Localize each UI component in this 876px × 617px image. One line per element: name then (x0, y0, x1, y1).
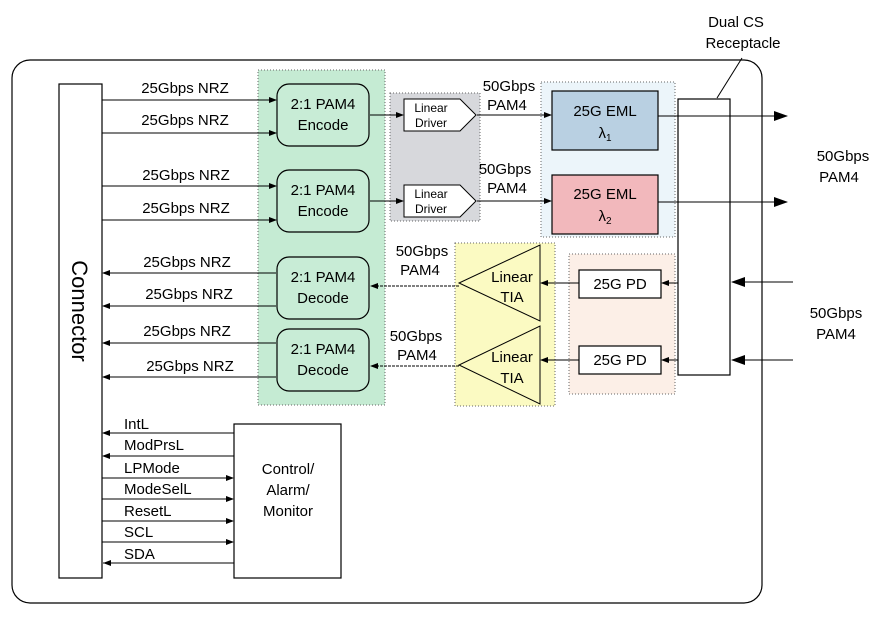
linear-driver-2 (403, 184, 477, 218)
eml-1-lambda: λ1 (598, 125, 612, 144)
input-rate-line2: PAM4 (816, 326, 856, 343)
eml-block-2 (551, 174, 659, 235)
pd-block-2 (578, 345, 662, 375)
receptacle-label-2: Receptacle (705, 35, 780, 52)
eml-2-label: 25G EML (573, 186, 636, 203)
tia-2-line2: TIA (500, 370, 523, 387)
rx-output-label-1: 25Gbps NRZ (143, 254, 231, 271)
signal-intl-label: IntL (124, 416, 149, 433)
encode-1-line1: 2:1 PAM4 (291, 96, 356, 113)
tx-input-label-2: 25Gbps NRZ (141, 112, 229, 129)
connector-label: Connector (67, 260, 92, 362)
rx-output-label-2: 25Gbps NRZ (145, 286, 233, 303)
encode-2-line2: Encode (298, 203, 349, 220)
pam4-decode-block-1 (276, 256, 370, 320)
tx-mid-rate-1-line1: 50Gbps (483, 78, 536, 95)
tx-input-label-3: 25Gbps NRZ (142, 167, 230, 184)
control-label-3: Monitor (263, 503, 313, 520)
tia-2-line1: Linear (491, 349, 533, 366)
signal-sda-label: SDA (124, 546, 155, 563)
linear-driver-1 (403, 98, 477, 132)
signal-modesell-label: ModeSelL (124, 481, 192, 498)
rx-mid-rate-1-line1: 50Gbps (396, 243, 449, 260)
encode-2-line1: 2:1 PAM4 (291, 182, 356, 199)
encode-1-line2: Encode (298, 117, 349, 134)
receptacle-leader-line (716, 57, 743, 99)
driver-2-line1: Linear (414, 187, 447, 201)
rx-output-label-4: 25Gbps NRZ (146, 358, 234, 375)
eml-1-lambda-subscript: 1 (606, 133, 612, 144)
eml-2-lambda-subscript: 2 (606, 216, 612, 227)
dual-cs-receptacle (677, 98, 731, 376)
signal-sda-arrowhead-left-icon (103, 560, 111, 566)
linear-tia-1 (457, 244, 541, 322)
signal-lpmode-label: LPMode (124, 460, 180, 477)
tx-mid-rate-1-line2: PAM4 (487, 97, 527, 114)
eml-block-1 (551, 90, 659, 151)
rx-output-label-3: 25Gbps NRZ (143, 323, 231, 340)
control-label-1: Control/ (262, 461, 315, 478)
driver-1-line1: Linear (414, 101, 447, 115)
rx-mid-rate-1-line2: PAM4 (400, 262, 440, 279)
signal-modprsl-label: ModPrsL (124, 437, 184, 454)
driver-2-line2: Driver (415, 202, 447, 216)
decode-1-line2: Decode (297, 290, 349, 307)
eml-2-lambda-symbol: λ (598, 208, 606, 225)
tx-mid-rate-2-line2: PAM4 (487, 180, 527, 197)
pd-1-label: 25G PD (593, 276, 647, 293)
signal-resetl-label: ResetL (124, 503, 172, 520)
pd-block-1 (578, 269, 662, 299)
tx-input-label-4: 25Gbps NRZ (142, 200, 230, 217)
pd-2-label: 25G PD (593, 352, 647, 369)
receptacle-label-1: Dual CS (708, 14, 764, 31)
rx-mid-rate-2-line1: 50Gbps (390, 328, 443, 345)
driver-1-line2: Driver (415, 116, 447, 130)
control-alarm-monitor-block (233, 423, 342, 579)
tia-1-line2: TIA (500, 289, 523, 306)
decode-2-line2: Decode (297, 362, 349, 379)
pam4-encode-block-1 (276, 83, 370, 147)
rx-mid-rate-2-line2: PAM4 (397, 347, 437, 364)
decode-2-line1: 2:1 PAM4 (291, 341, 356, 358)
eml-1-lambda-symbol: λ (598, 125, 606, 142)
decode-1-line1: 2:1 PAM4 (291, 269, 356, 286)
pam4-encode-block-2 (276, 169, 370, 233)
output-rate-line1: 50Gbps (817, 148, 870, 165)
output-rate-line2: PAM4 (819, 169, 859, 186)
eml-1-label: 25G EML (573, 103, 636, 120)
eml-2-lambda: λ2 (598, 208, 612, 227)
connector-block (58, 83, 103, 579)
tx-input-label-1: 25Gbps NRZ (141, 80, 229, 97)
input-rate-line1: 50Gbps (810, 305, 863, 322)
control-label-2: Alarm/ (266, 482, 310, 499)
tia-1-line1: Linear (491, 269, 533, 286)
signal-scl-label: SCL (124, 524, 153, 541)
linear-tia-2 (457, 325, 541, 405)
pam4-decode-block-2 (276, 328, 370, 392)
tx-mid-rate-2-line1: 50Gbps (479, 161, 532, 178)
